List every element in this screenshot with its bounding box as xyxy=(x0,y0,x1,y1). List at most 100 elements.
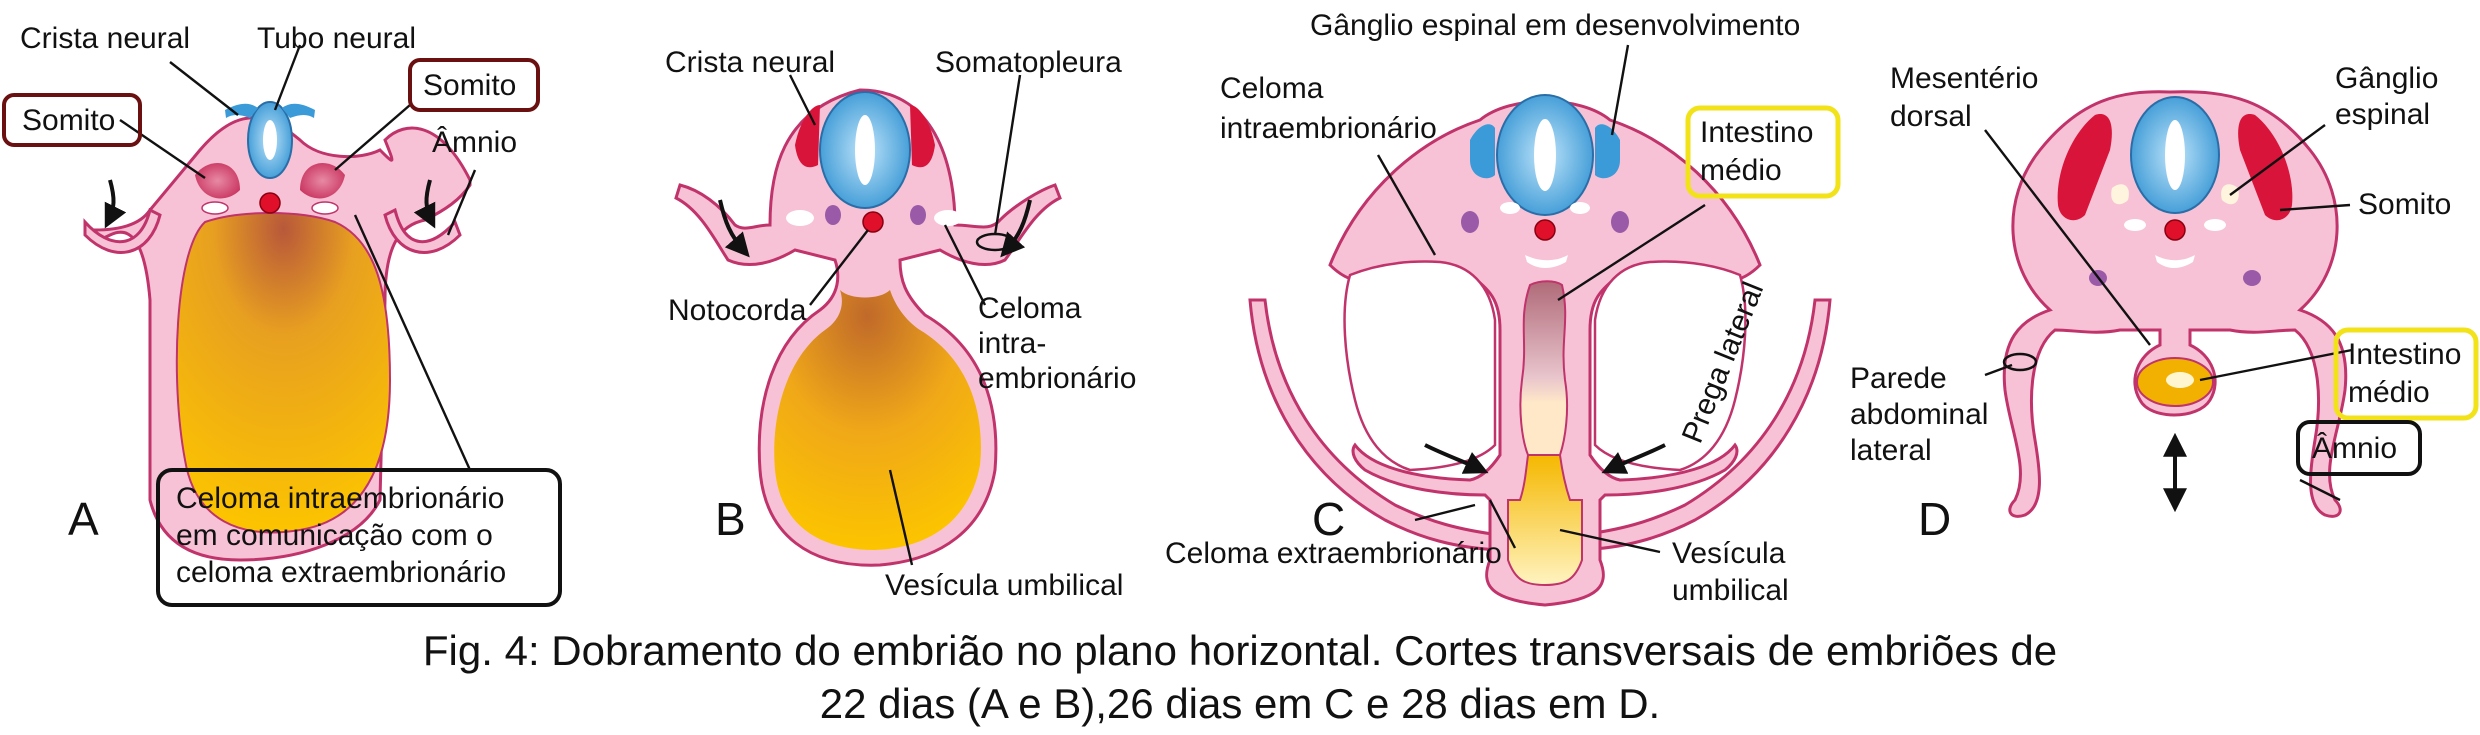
panel-b: Crista neural Somatopleura Notocorda Cel… xyxy=(665,46,1136,602)
label-c-vesicula-line2: umbilical xyxy=(1672,574,1789,607)
label-b-celoma-line1: Celoma xyxy=(978,292,1082,325)
label-d-mesenterio-line1: Mesentério xyxy=(1890,62,2038,95)
label-c-intestino-line2: médio xyxy=(1700,154,1782,187)
panel-c-neural-canal xyxy=(1534,119,1556,191)
label-b-vesicula: Vesícula umbilical xyxy=(885,569,1123,602)
panel-c-leader-vesicula xyxy=(1559,528,1661,554)
panel-c-leader-celoma xyxy=(1376,154,1437,256)
panel-d-left-small-coelom xyxy=(2124,219,2146,231)
panel-a-right-crest xyxy=(282,103,315,118)
panel-b-right-coelom xyxy=(934,210,962,226)
panel-c-left-small-coelom xyxy=(1500,202,1520,214)
panel-b-leader-notocorda xyxy=(809,229,869,306)
panel-c-right-arrow xyxy=(1601,443,1666,474)
panel-letter-a: A xyxy=(68,493,99,545)
label-a-amnio: Âmnio xyxy=(432,126,517,159)
label-c-celoma-extra: Celoma extraembrionário xyxy=(1165,537,1502,570)
box-a-somito-left xyxy=(2,93,142,147)
panel-c-left-coelom xyxy=(1343,260,1497,472)
panel-d-gut-lumen xyxy=(2166,372,2194,388)
label-d-intestino-line2: médio xyxy=(2348,376,2430,409)
panel-a-left-fold xyxy=(83,207,162,254)
panel-b-yolk-sac xyxy=(774,290,981,550)
panel-d-leader-intestino xyxy=(2199,348,2353,382)
box-d-amnio xyxy=(2296,420,2422,476)
box-c-intestino xyxy=(1685,105,1841,199)
panel-c-right-ganglion xyxy=(1595,124,1620,179)
label-a-somito-left: Somito xyxy=(22,104,115,137)
box-a-celoma xyxy=(156,468,562,607)
panel-d-right-somite xyxy=(2238,114,2293,221)
panel-b-neural-canal xyxy=(855,115,875,185)
panel-b-leader-celoma xyxy=(943,224,987,306)
panel-a: Crista neural Tubo neural Somito Somito … xyxy=(2,22,562,607)
panel-c-leader-celoma-extra xyxy=(1488,499,1517,549)
panel-d: Mesentério dorsal Gânglio espinal Somito… xyxy=(1850,62,2479,545)
panel-a-neural-canal xyxy=(263,120,277,160)
panel-b-notochord xyxy=(862,211,884,233)
panel-a-yolk-sac xyxy=(175,212,392,534)
panel-a-right-coelom xyxy=(311,201,339,215)
panel-d-neural-canal xyxy=(2165,120,2185,190)
panel-a-leader-celoma xyxy=(353,214,472,471)
box-d-intestino xyxy=(2333,327,2479,421)
panel-letter-d: D xyxy=(1918,493,1951,545)
panel-c-left-ganglion xyxy=(1470,124,1495,179)
panel-a-leader-somito-right xyxy=(334,104,411,171)
label-d-parede-line2: abdominal xyxy=(1850,398,1988,431)
label-a-celoma-line2: em comunicação com o xyxy=(176,519,493,552)
panel-c-notochord xyxy=(1534,219,1556,241)
panel-a-left-coelom xyxy=(201,201,229,215)
panel-b-left-arrow xyxy=(718,199,750,258)
panel-a-notochord xyxy=(259,192,281,214)
panel-d-right-dot xyxy=(2243,270,2261,286)
panel-a-leader-amnio xyxy=(446,169,477,236)
panel-c-right-dot xyxy=(1611,211,1629,233)
panel-d-gut-cleft xyxy=(2155,255,2195,268)
panel-c: Gânglio espinal em desenvolvimento Celom… xyxy=(1165,9,1841,607)
label-b-celoma-line2: intra- xyxy=(978,327,1046,360)
panel-b-leader-crista xyxy=(788,74,817,126)
label-c-celoma-line2: intraembrionário xyxy=(1220,112,1437,145)
panel-a-leader-somito-left xyxy=(119,119,206,179)
label-a-celoma-line3: celoma extraembrionário xyxy=(176,556,506,589)
panel-letter-b: B xyxy=(715,493,746,545)
label-a-celoma-line1: Celoma intraembrionário xyxy=(176,482,504,515)
panel-a-leader-tubo xyxy=(273,44,302,111)
label-c-vesicula-line1: Vesícula xyxy=(1672,537,1786,570)
panel-a-left-arrow xyxy=(104,179,127,229)
label-d-somito: Somito xyxy=(2358,188,2451,221)
label-b-notocorda: Notocorda xyxy=(668,294,807,327)
label-c-celoma-line1: Celoma xyxy=(1220,72,1324,105)
label-b-somatopleura: Somatopleura xyxy=(935,46,1122,79)
panel-c-midgut xyxy=(1519,280,1569,456)
panel-a-right-arrow xyxy=(413,179,436,229)
label-d-ganglio-line2: espinal xyxy=(2335,98,2430,131)
panel-d-leader-ganglio xyxy=(2229,124,2326,196)
panel-d-leader-mesenterio xyxy=(1984,129,2151,346)
caption-line1: Fig. 4: Dobramento do embrião no plano h… xyxy=(423,627,2057,674)
panel-d-parede-ring xyxy=(2002,352,2038,372)
panel-letter-c: C xyxy=(1312,493,1345,545)
panel-c-left-arrow xyxy=(1424,443,1489,474)
panel-a-right-fold xyxy=(383,207,462,254)
panel-d-leader-parede xyxy=(1984,363,2013,377)
panel-c-leader-celoma-extra-2 xyxy=(1414,503,1476,522)
label-c-intestino-line1: Intestino xyxy=(1700,116,1813,149)
panel-a-left-crest xyxy=(225,103,258,118)
label-d-ganglio-line1: Gânglio xyxy=(2335,62,2438,95)
panel-d-left-ganglion xyxy=(2111,184,2129,205)
panel-c-yolk-sac xyxy=(1507,454,1583,587)
panel-c-right-coelom xyxy=(1593,260,1747,472)
label-d-parede-line1: Parede xyxy=(1850,362,1947,395)
panel-a-right-somite xyxy=(300,163,345,199)
panel-c-right-small-coelom xyxy=(1570,202,1590,214)
panel-b-left-crest xyxy=(795,105,820,168)
panel-b-right-dot xyxy=(910,205,926,225)
panel-b-leader-somatopleura xyxy=(993,74,1022,236)
panel-d-leader-somito xyxy=(2279,203,2351,212)
label-b-celoma-line3: embrionário xyxy=(978,362,1136,395)
panel-d-right-small-coelom xyxy=(2204,219,2226,231)
panel-d-left-somite xyxy=(2057,114,2112,221)
